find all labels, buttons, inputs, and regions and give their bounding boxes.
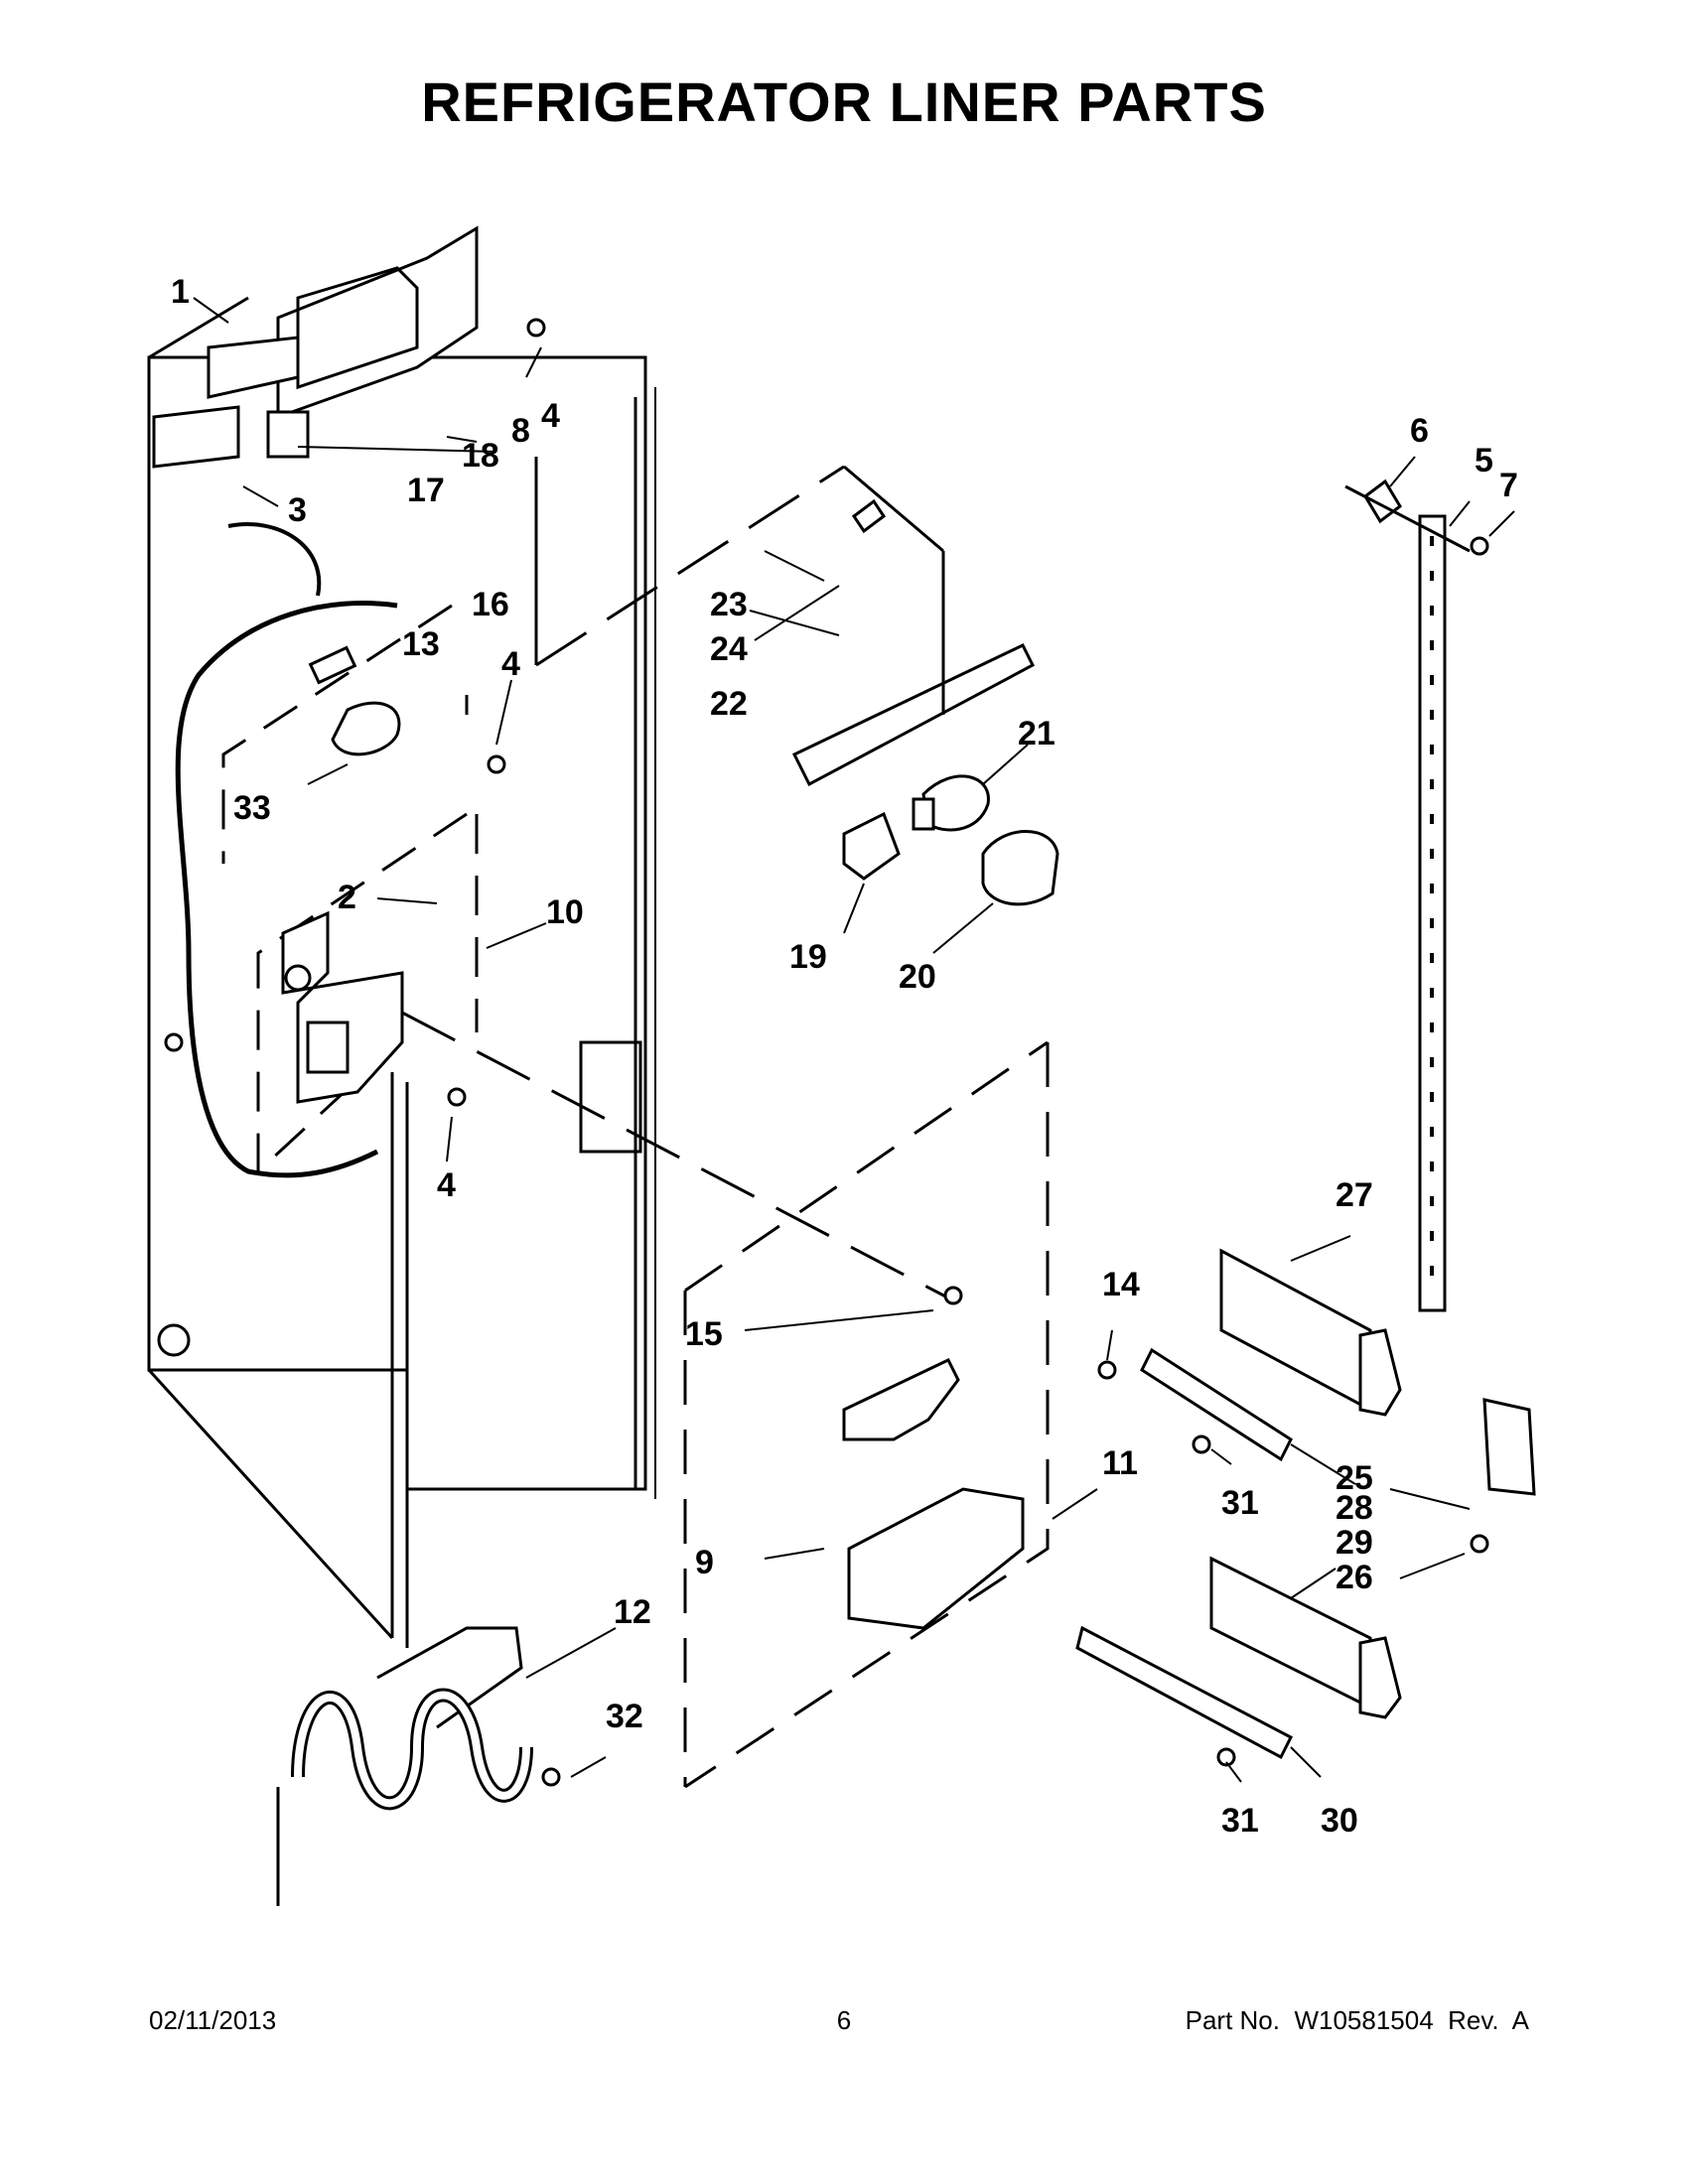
callout-14: 14 <box>1102 1266 1140 1303</box>
light-shield <box>981 830 1059 906</box>
callout-4-low: 4 <box>437 1166 456 1204</box>
callout-28: 28 <box>1336 1489 1373 1527</box>
callout-15: 15 <box>685 1315 723 1353</box>
callout-29: 29 <box>1336 1524 1373 1562</box>
wire-harness <box>175 601 398 1178</box>
callout-16: 16 <box>472 586 509 623</box>
callout-2: 2 <box>338 879 356 916</box>
callout-32: 32 <box>606 1698 643 1735</box>
callout-30: 30 <box>1321 1802 1358 1840</box>
liner-panel <box>147 296 656 1648</box>
callout-labels: 1 2 3 4 4 4 5 6 7 8 9 10 11 12 13 14 15 … <box>171 273 1518 1840</box>
screws <box>447 318 1489 1787</box>
air-duct-assembly <box>152 225 479 469</box>
callout-18: 18 <box>462 437 499 475</box>
callout-33: 33 <box>233 789 271 827</box>
page-title: REFRIGERATOR LINER PARTS <box>421 70 1267 133</box>
callout-4-mid: 4 <box>501 645 520 683</box>
callout-22: 22 <box>710 685 748 723</box>
leader-lines <box>193 297 1515 1783</box>
footer-page-number: 6 <box>836 2005 852 2035</box>
light-bulb <box>912 774 990 832</box>
shelf-ladder <box>1344 478 1471 1312</box>
callout-23: 23 <box>710 586 748 623</box>
callout-27: 27 <box>1336 1176 1373 1214</box>
callout-24: 24 <box>710 630 748 668</box>
slide-bracket-upper <box>1140 1248 1536 1496</box>
footer-date: 02/11/2013 <box>149 2005 277 2035</box>
callout-7: 7 <box>1499 467 1518 504</box>
heater-coil <box>276 1626 533 1906</box>
control-housing <box>281 645 404 1104</box>
callout-11: 11 <box>1102 1444 1138 1482</box>
callout-6: 6 <box>1410 412 1429 450</box>
callout-1: 1 <box>171 273 190 311</box>
callout-26: 26 <box>1336 1559 1373 1596</box>
callout-5: 5 <box>1475 442 1493 479</box>
light-bracket <box>791 465 1035 787</box>
callout-19: 19 <box>789 938 827 976</box>
light-socket <box>842 811 901 881</box>
footer-part-number: Part No. W10581504 Rev. A <box>1185 2005 1529 2035</box>
connection-lines <box>401 457 954 1302</box>
evaporator-cover-group <box>683 1040 1050 1789</box>
callout-10: 10 <box>546 893 584 931</box>
slide-bracket-lower <box>1075 1556 1402 1760</box>
control-group <box>221 604 479 1175</box>
callout-3: 3 <box>288 491 307 529</box>
drain-cover <box>847 1487 1025 1630</box>
callout-4-top: 4 <box>541 397 560 435</box>
callout-21: 21 <box>1018 715 1055 752</box>
callout-20: 20 <box>899 958 936 996</box>
callout-13: 13 <box>402 625 440 663</box>
callout-17: 17 <box>407 472 445 509</box>
callout-8: 8 <box>511 412 530 450</box>
callout-31-upper: 31 <box>1221 1484 1259 1522</box>
callout-25: 25 <box>1336 1459 1373 1497</box>
callout-31-lower: 31 <box>1221 1802 1259 1840</box>
callout-9: 9 <box>695 1544 714 1581</box>
thermistor-cover <box>842 1358 960 1441</box>
callout-12: 12 <box>614 1593 651 1631</box>
